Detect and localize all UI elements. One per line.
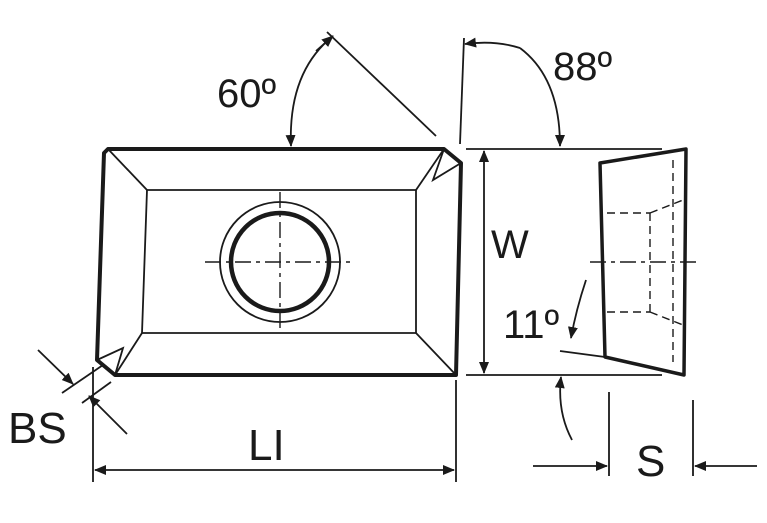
angle-88-extension-line: [459, 37, 465, 145]
length-label: LI: [248, 421, 285, 470]
angle-60-dimension: [285, 31, 437, 147]
chamfer-dimension: [37, 349, 128, 435]
angle-88-dimension: [459, 37, 565, 147]
angle-88-arc: [519, 47, 565, 147]
angle-60-arc: [285, 35, 334, 147]
side-view-hidden-lines: [607, 160, 684, 362]
angle-60-extension-line: [326, 31, 437, 137]
angle-60-label: 60º: [217, 72, 276, 116]
thickness-label: S: [636, 437, 665, 486]
width-dimension: [466, 148, 662, 376]
clearance-arc-lower: [554, 376, 573, 441]
insert-side-view: [590, 147, 697, 377]
chamfer-label: BS: [8, 404, 67, 453]
insert-top-view: [95, 147, 463, 377]
thickness-dimension: [533, 392, 757, 476]
side-view-outline: [598, 147, 688, 377]
width-label: W: [491, 223, 529, 267]
clearance-angle-label: 11º: [503, 303, 560, 347]
insert-facet-edges: [96, 148, 462, 376]
angle-88-label: 88º: [553, 45, 612, 89]
length-dimension: [92, 367, 457, 482]
insert-outline: [95, 147, 463, 377]
hole-center-lines: [205, 192, 355, 328]
clearance-angle-dimension: [554, 279, 606, 441]
clearance-arc-upper: [568, 279, 587, 339]
